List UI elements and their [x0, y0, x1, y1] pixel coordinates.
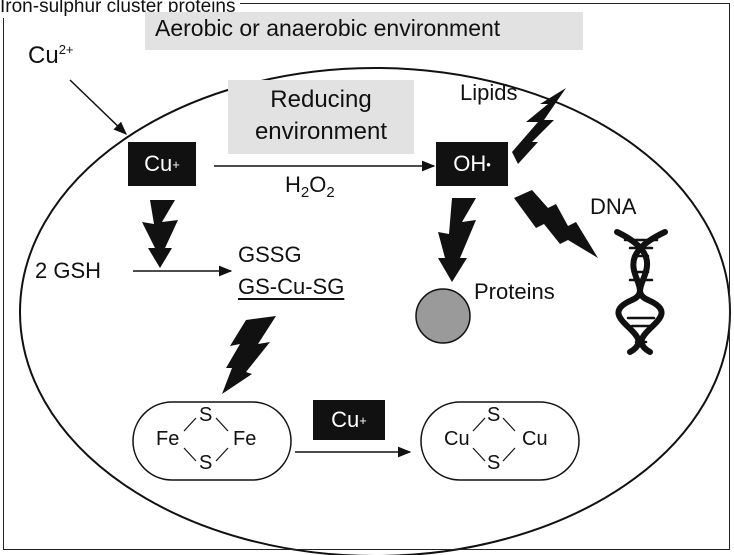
- fe-cluster-fe-left: Fe: [156, 428, 180, 450]
- bolt-oh-to-lipids: [512, 88, 566, 164]
- cu-cluster-cu-left: Cu: [444, 428, 470, 450]
- gs-cu-sg-label: GS-Cu-SG: [238, 274, 345, 299]
- cu-cluster-capsule: [420, 401, 580, 481]
- cu1-transfer-box: Cu+: [313, 400, 385, 440]
- lipids-label: Lipids: [460, 80, 518, 105]
- dna-label: DNA: [590, 194, 637, 219]
- gsh-label: 2 GSH: [35, 258, 102, 283]
- dna-helix-icon: [614, 229, 668, 355]
- reducing-environment-label: Reducing environment: [228, 84, 414, 148]
- bolt-oh-to-proteins: [438, 198, 476, 282]
- figure-frame: [3, 3, 730, 550]
- fe-cluster-bonds: [183, 417, 229, 462]
- cell-outline: [19, 67, 731, 555]
- bolt-oh-to-dna: [514, 190, 598, 258]
- hydroxyl-radical-box: OH•: [436, 142, 508, 186]
- cu-cluster-s-bottom: S: [487, 452, 501, 474]
- fe-cluster-capsule: [132, 401, 292, 481]
- fe-cluster-s-top: S: [199, 404, 213, 426]
- fe-cluster-fe-right: Fe: [233, 428, 257, 450]
- bolt-gscusg-to-cluster: [222, 316, 276, 394]
- cu-cluster-cu-right: Cu: [522, 428, 548, 450]
- gssg-label: GSSG: [238, 242, 302, 267]
- reducing-environment-box: [228, 80, 414, 154]
- cu-cluster-bonds: [472, 417, 516, 462]
- h2o2-label: H2O2: [285, 172, 335, 201]
- cu2-ion-label: Cu2+: [28, 42, 74, 69]
- reducing-line-1: Reducing: [270, 86, 372, 113]
- fe-cluster-s-bottom: S: [199, 452, 213, 474]
- cu2-to-cu1-arrow: [69, 79, 127, 135]
- cu-cluster-s-top: S: [487, 404, 501, 426]
- cu1-box: Cu+: [128, 142, 196, 186]
- proteins-label: Proteins: [474, 279, 555, 304]
- bolt-cu-to-gsh: [142, 200, 178, 268]
- reducing-line-2: environment: [254, 118, 388, 145]
- protein-circle: [415, 288, 471, 344]
- environment-label: Aerobic or anaerobic environment: [155, 15, 501, 41]
- environment-box: [145, 12, 583, 50]
